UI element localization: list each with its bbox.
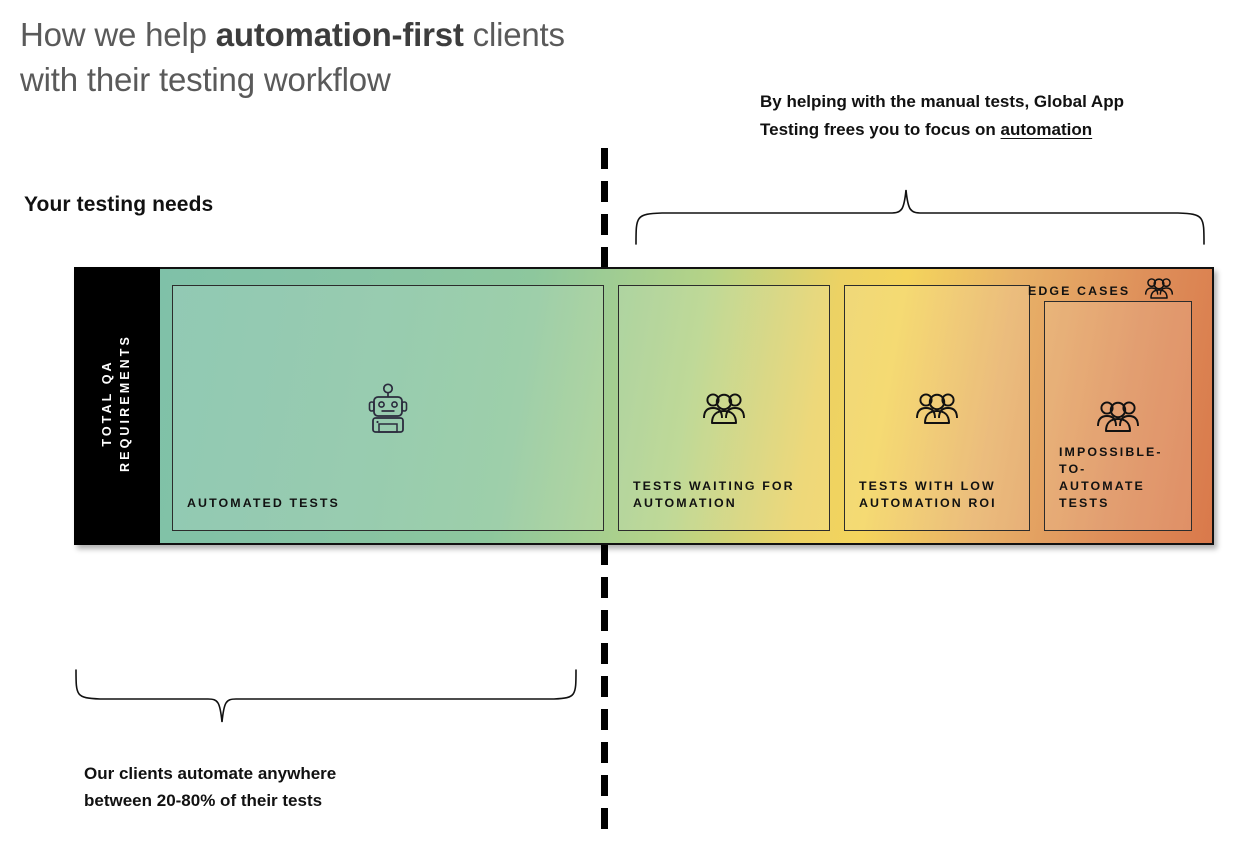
bottom-brace-bracket [75, 669, 577, 723]
people-group-icon [845, 390, 1029, 426]
people-group-icon [619, 390, 829, 426]
automation-callout: By helping with the manual tests, Global… [760, 88, 1230, 144]
headline-line1-pre: How we help [20, 16, 216, 53]
segment-label: TESTS WITH LOW AUTOMATION ROI [859, 479, 997, 510]
headline-line1-bold: automation-first [215, 16, 464, 53]
qa-requirements-bar: TOTAL QA REQUIREMENTS [74, 267, 1214, 545]
your-testing-needs-label: Your testing needs [24, 193, 214, 216]
edge-cases-label: EDGE CASES [1028, 283, 1131, 298]
segment-tests-waiting-for-automation[interactable]: TESTS WAITING FOR AUTOMATION [618, 285, 830, 531]
headline-line2: with their testing workflow [20, 61, 391, 98]
clients-automate-line1: Our clients automate anywhere [84, 764, 337, 783]
automation-callout-line2-pre: Testing frees you to focus on [760, 120, 1001, 139]
segment-tests-with-low-automation-roi[interactable]: TESTS WITH LOW AUTOMATION ROI [844, 285, 1030, 531]
segment-label: TESTS WAITING FOR AUTOMATION [633, 479, 795, 510]
total-qa-requirements-block: TOTAL QA REQUIREMENTS [74, 267, 160, 545]
robot-icon [173, 383, 603, 433]
page-title: How we help automation-first clients wit… [20, 12, 720, 102]
segment-label: IMPOSSIBLE-TO- AUTOMATE TESTS [1059, 445, 1163, 510]
edge-cases-header: EDGE CASES [1028, 276, 1174, 305]
segment-automated-tests[interactable]: AUTOMATED TESTS [172, 285, 604, 531]
automation-callout-line1: By helping with the manual tests, Global… [760, 92, 1124, 111]
total-qa-label-line2: REQUIREMENTS [118, 334, 132, 472]
clients-automate-callout: Our clients automate anywhere between 20… [84, 760, 504, 814]
people-group-icon [1045, 398, 1191, 434]
test-spectrum-band: AUTOMATED TESTS TESTS WAITING FOR AUTOMA… [160, 267, 1214, 545]
segment-impossible-to-automate-tests[interactable]: IMPOSSIBLE-TO- AUTOMATE TESTS [1044, 301, 1192, 531]
clients-automate-line2: between 20-80% of their tests [84, 791, 323, 810]
top-brace-bracket [635, 189, 1205, 245]
headline-line1-post: clients [463, 16, 565, 53]
automation-link[interactable]: automation [1000, 120, 1093, 139]
total-qa-label-line1: TOTAL QA [100, 359, 114, 447]
people-group-icon [1144, 276, 1174, 305]
total-qa-requirements-label: TOTAL QA REQUIREMENTS [98, 303, 134, 503]
segment-label: AUTOMATED TESTS [187, 496, 340, 510]
